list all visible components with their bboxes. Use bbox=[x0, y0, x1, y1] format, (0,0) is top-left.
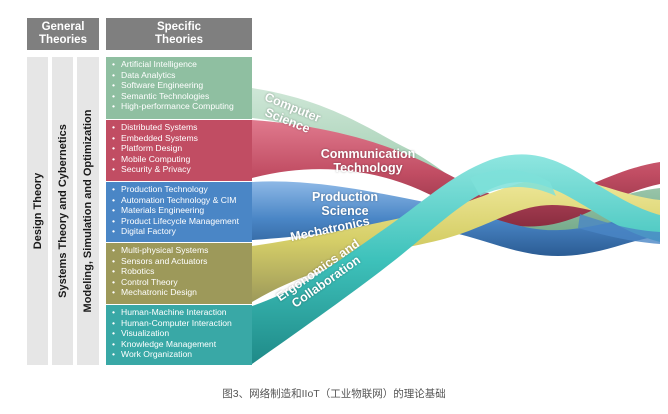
band-item: Distributed Systems bbox=[112, 122, 252, 133]
band-item: Robotics bbox=[112, 266, 252, 277]
band-item: Human-Machine Interaction bbox=[112, 307, 252, 318]
band-item: Work Organization bbox=[112, 349, 252, 360]
rope-twist-overlay bbox=[470, 169, 556, 196]
band-item: Product Lifecycle Management bbox=[112, 216, 252, 227]
rope-green bbox=[252, 88, 660, 243]
band-item: Artificial Intelligence bbox=[112, 59, 252, 70]
rope-twist-overlay-2 bbox=[578, 214, 660, 244]
band-item: Mobile Computing bbox=[112, 154, 252, 165]
general-theories-header: General Theories bbox=[27, 18, 99, 50]
band-computer-science: Artificial Intelligence Data Analytics S… bbox=[106, 57, 252, 119]
band-ergonomics: Human-Machine Interaction Human-Computer… bbox=[106, 305, 252, 365]
rope-label-communication: Communication Technology bbox=[320, 147, 416, 175]
band-item: Embedded Systems bbox=[112, 133, 252, 144]
band-item: Digital Factory bbox=[112, 226, 252, 237]
band-communication: Distributed Systems Embedded Systems Pla… bbox=[106, 120, 252, 181]
band-item: Multi-physical Systems bbox=[112, 245, 252, 256]
band-item: Production Technology bbox=[112, 184, 252, 195]
band-item: High-performance Computing bbox=[112, 101, 252, 112]
band-item: Materials Engineering bbox=[112, 205, 252, 216]
rope-teal bbox=[252, 154, 660, 364]
band-item: Sensors and Actuators bbox=[112, 256, 252, 267]
rope-label-production: Production Science bbox=[312, 190, 378, 218]
rope-yellow bbox=[252, 177, 660, 302]
band-item: Automation Technology & CIM bbox=[112, 195, 252, 206]
band-item: Semantic Technologies bbox=[112, 91, 252, 102]
band-item: Software Engineering bbox=[112, 80, 252, 91]
general-theories-header-text: General Theories bbox=[39, 21, 87, 46]
band-item: Human-Computer Interaction bbox=[112, 318, 252, 329]
specific-theories-header-text: Specific Theories bbox=[155, 21, 203, 46]
systems-theory-column: Systems Theory and Cybernetics bbox=[52, 57, 73, 365]
specific-theories-header: Specific Theories bbox=[106, 18, 252, 50]
band-item: Knowledge Management bbox=[112, 339, 252, 350]
figure-caption: 图3、网络制造和IIoT（工业物联网）的理论基础 bbox=[222, 388, 446, 400]
band-item: Control Theory bbox=[112, 277, 252, 288]
band-production: Production Technology Automation Technol… bbox=[106, 182, 252, 242]
band-item: Visualization bbox=[112, 328, 252, 339]
band-item: Security & Privacy bbox=[112, 164, 252, 175]
band-item: Platform Design bbox=[112, 143, 252, 154]
band-item: Data Analytics bbox=[112, 70, 252, 81]
modeling-column: Modeling, Simulation and Optimization bbox=[77, 57, 99, 365]
design-theory-column: Design Theory bbox=[27, 57, 48, 365]
band-mechatronics: Multi-physical Systems Sensors and Actua… bbox=[106, 243, 252, 304]
band-item: Mechatronic Design bbox=[112, 287, 252, 298]
